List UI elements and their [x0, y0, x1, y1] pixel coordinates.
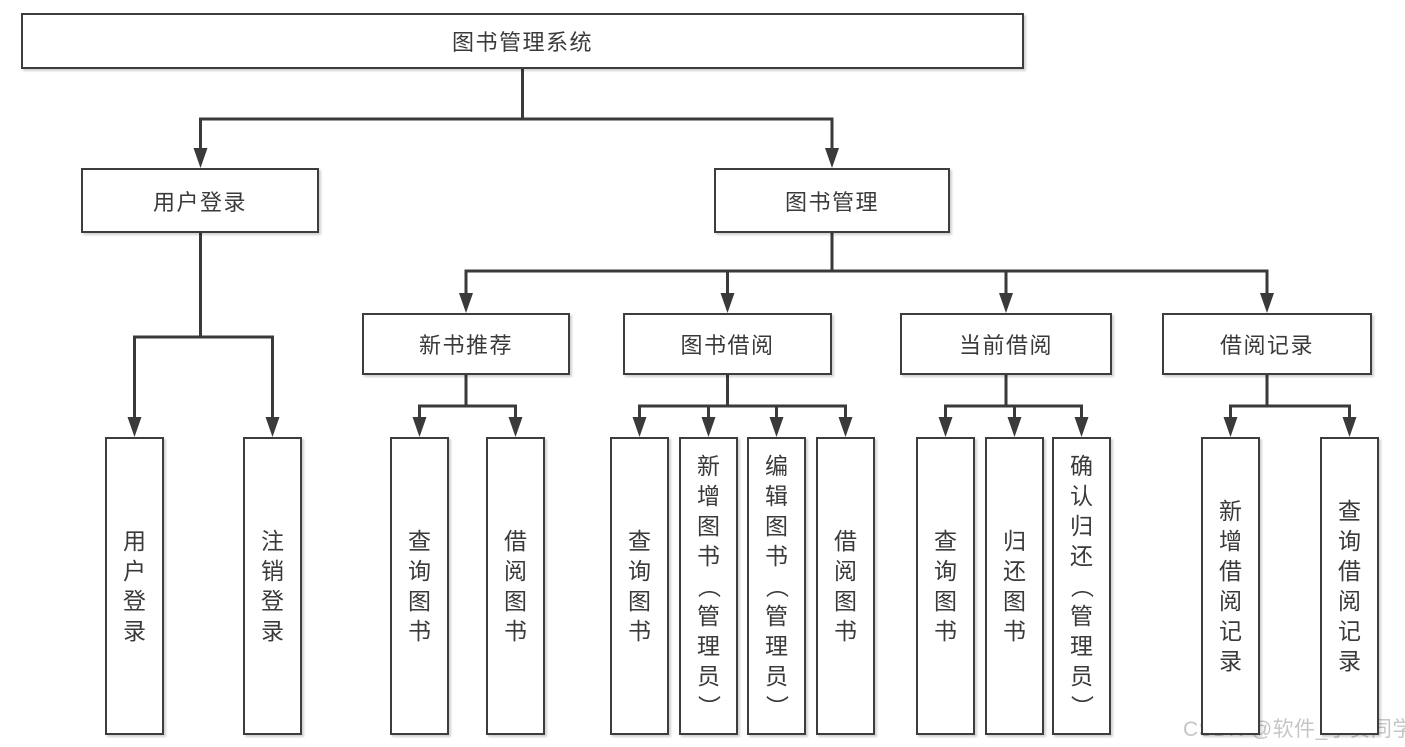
vertical-char: 新: [1219, 497, 1242, 524]
vertical-char: 阅: [504, 557, 527, 584]
leaf-add-borrow-record: 新增借阅记录: [1201, 437, 1260, 735]
vertical-char: 录: [1338, 647, 1361, 674]
vertical-char: 阅: [1338, 587, 1361, 614]
vertical-char: 书: [697, 542, 720, 569]
vertical-char: 归: [1070, 512, 1093, 539]
node-library-management-system: 图书管理系统: [21, 13, 1024, 69]
node-user-login: 用户登录: [81, 168, 319, 233]
vertical-char: 查: [1338, 497, 1361, 524]
vertical-char: 图: [697, 512, 720, 539]
vertical-char: 阅: [1219, 587, 1242, 614]
leaf-logout: 注销登录: [243, 437, 302, 735]
vertical-char: ）: [1069, 694, 1095, 718]
leaf-borrow-books: 借阅图书: [816, 437, 875, 735]
node-new-book-recommendation: 新书推荐: [362, 313, 570, 375]
vertical-char: 理: [1070, 632, 1093, 659]
leaf-borrow-books-recommend: 借阅图书: [486, 437, 545, 735]
vertical-char: 理: [697, 632, 720, 659]
vertical-char: 图: [934, 587, 957, 614]
vertical-char: 管: [697, 602, 720, 629]
vertical-char: （: [696, 574, 722, 598]
tree-connector: [632, 375, 853, 437]
vertical-char: 归: [1003, 527, 1026, 554]
vertical-char: 借: [1219, 557, 1242, 584]
vertical-char: 员: [1070, 662, 1093, 689]
leaf-user-login: 用户登录: [105, 437, 164, 735]
vertical-char: （: [1069, 574, 1095, 598]
tree-connector: [193, 69, 839, 168]
tree-connector: [459, 233, 1274, 313]
vertical-char: 销: [261, 557, 284, 584]
vertical-char: 增: [697, 482, 720, 509]
vertical-char: 查: [408, 527, 431, 554]
vertical-char: 管: [1070, 602, 1093, 629]
vertical-char: 员: [765, 662, 788, 689]
vertical-char: 询: [1338, 527, 1361, 554]
vertical-char: 登: [261, 587, 284, 614]
vertical-char: ）: [764, 694, 790, 718]
leaf-query-books-recommend: 查询图书: [390, 437, 449, 735]
vertical-char: 书: [408, 617, 431, 644]
vertical-char: 记: [1338, 617, 1361, 644]
vertical-char: 借: [1338, 557, 1361, 584]
vertical-char: 录: [123, 617, 146, 644]
leaf-query-borrow-record: 查询借阅记录: [1320, 437, 1379, 735]
vertical-char: 图: [504, 587, 527, 614]
vertical-char: 询: [934, 557, 957, 584]
vertical-char: 书: [934, 617, 957, 644]
tree-connector: [938, 375, 1089, 437]
leaf-edit-books-admin: 编辑图书 （ 管理员 ）: [747, 437, 806, 735]
node-current-borrowing: 当前借阅: [900, 313, 1112, 375]
leaf-return-books: 归还图书: [985, 437, 1044, 735]
leaf-query-books-borrowing: 查询图书: [610, 437, 669, 735]
vertical-char: 还: [1003, 557, 1026, 584]
vertical-char: 书: [1003, 617, 1026, 644]
leaf-add-books-admin: 新增图书 （ 管理员 ）: [679, 437, 738, 735]
vertical-char: 图: [628, 587, 651, 614]
vertical-char: 管: [765, 602, 788, 629]
vertical-char: 认: [1070, 482, 1093, 509]
vertical-char: 图: [834, 587, 857, 614]
vertical-char: 户: [123, 557, 146, 584]
vertical-char: 还: [1070, 542, 1093, 569]
vertical-char: 用: [123, 527, 146, 554]
vertical-char: 录: [1219, 647, 1242, 674]
vertical-char: 借: [504, 527, 527, 554]
vertical-char: 登: [123, 587, 146, 614]
vertical-char: 编: [765, 452, 788, 479]
node-borrowing-records: 借阅记录: [1162, 313, 1372, 375]
vertical-char: 图: [765, 512, 788, 539]
vertical-char: 图: [408, 587, 431, 614]
vertical-char: 阅: [834, 557, 857, 584]
vertical-char: （: [764, 574, 790, 598]
tree-connector: [1223, 375, 1357, 437]
vertical-char: 录: [261, 617, 284, 644]
vertical-char: 图: [1003, 587, 1026, 614]
vertical-char: 书: [628, 617, 651, 644]
vertical-char: 记: [1219, 617, 1242, 644]
vertical-char: 查: [934, 527, 957, 554]
tree-connector: [412, 375, 523, 437]
leaf-query-books-current: 查询图书: [916, 437, 975, 735]
vertical-char: 增: [1219, 527, 1242, 554]
tree-connector: [127, 233, 280, 437]
vertical-char: 新: [697, 452, 720, 479]
vertical-char: 书: [765, 542, 788, 569]
vertical-char: 询: [408, 557, 431, 584]
vertical-char: ）: [696, 694, 722, 718]
vertical-char: 查: [628, 527, 651, 554]
node-book-management: 图书管理: [714, 168, 950, 233]
node-book-borrowing: 图书借阅: [623, 313, 832, 375]
vertical-char: 员: [697, 662, 720, 689]
vertical-char: 书: [504, 617, 527, 644]
vertical-char: 辑: [765, 482, 788, 509]
vertical-char: 询: [628, 557, 651, 584]
vertical-char: 注: [261, 527, 284, 554]
vertical-char: 确: [1070, 452, 1093, 479]
vertical-char: 借: [834, 527, 857, 554]
vertical-char: 书: [834, 617, 857, 644]
leaf-confirm-return-admin: 确认归还 （ 管理员 ）: [1052, 437, 1111, 735]
vertical-char: 理: [765, 632, 788, 659]
